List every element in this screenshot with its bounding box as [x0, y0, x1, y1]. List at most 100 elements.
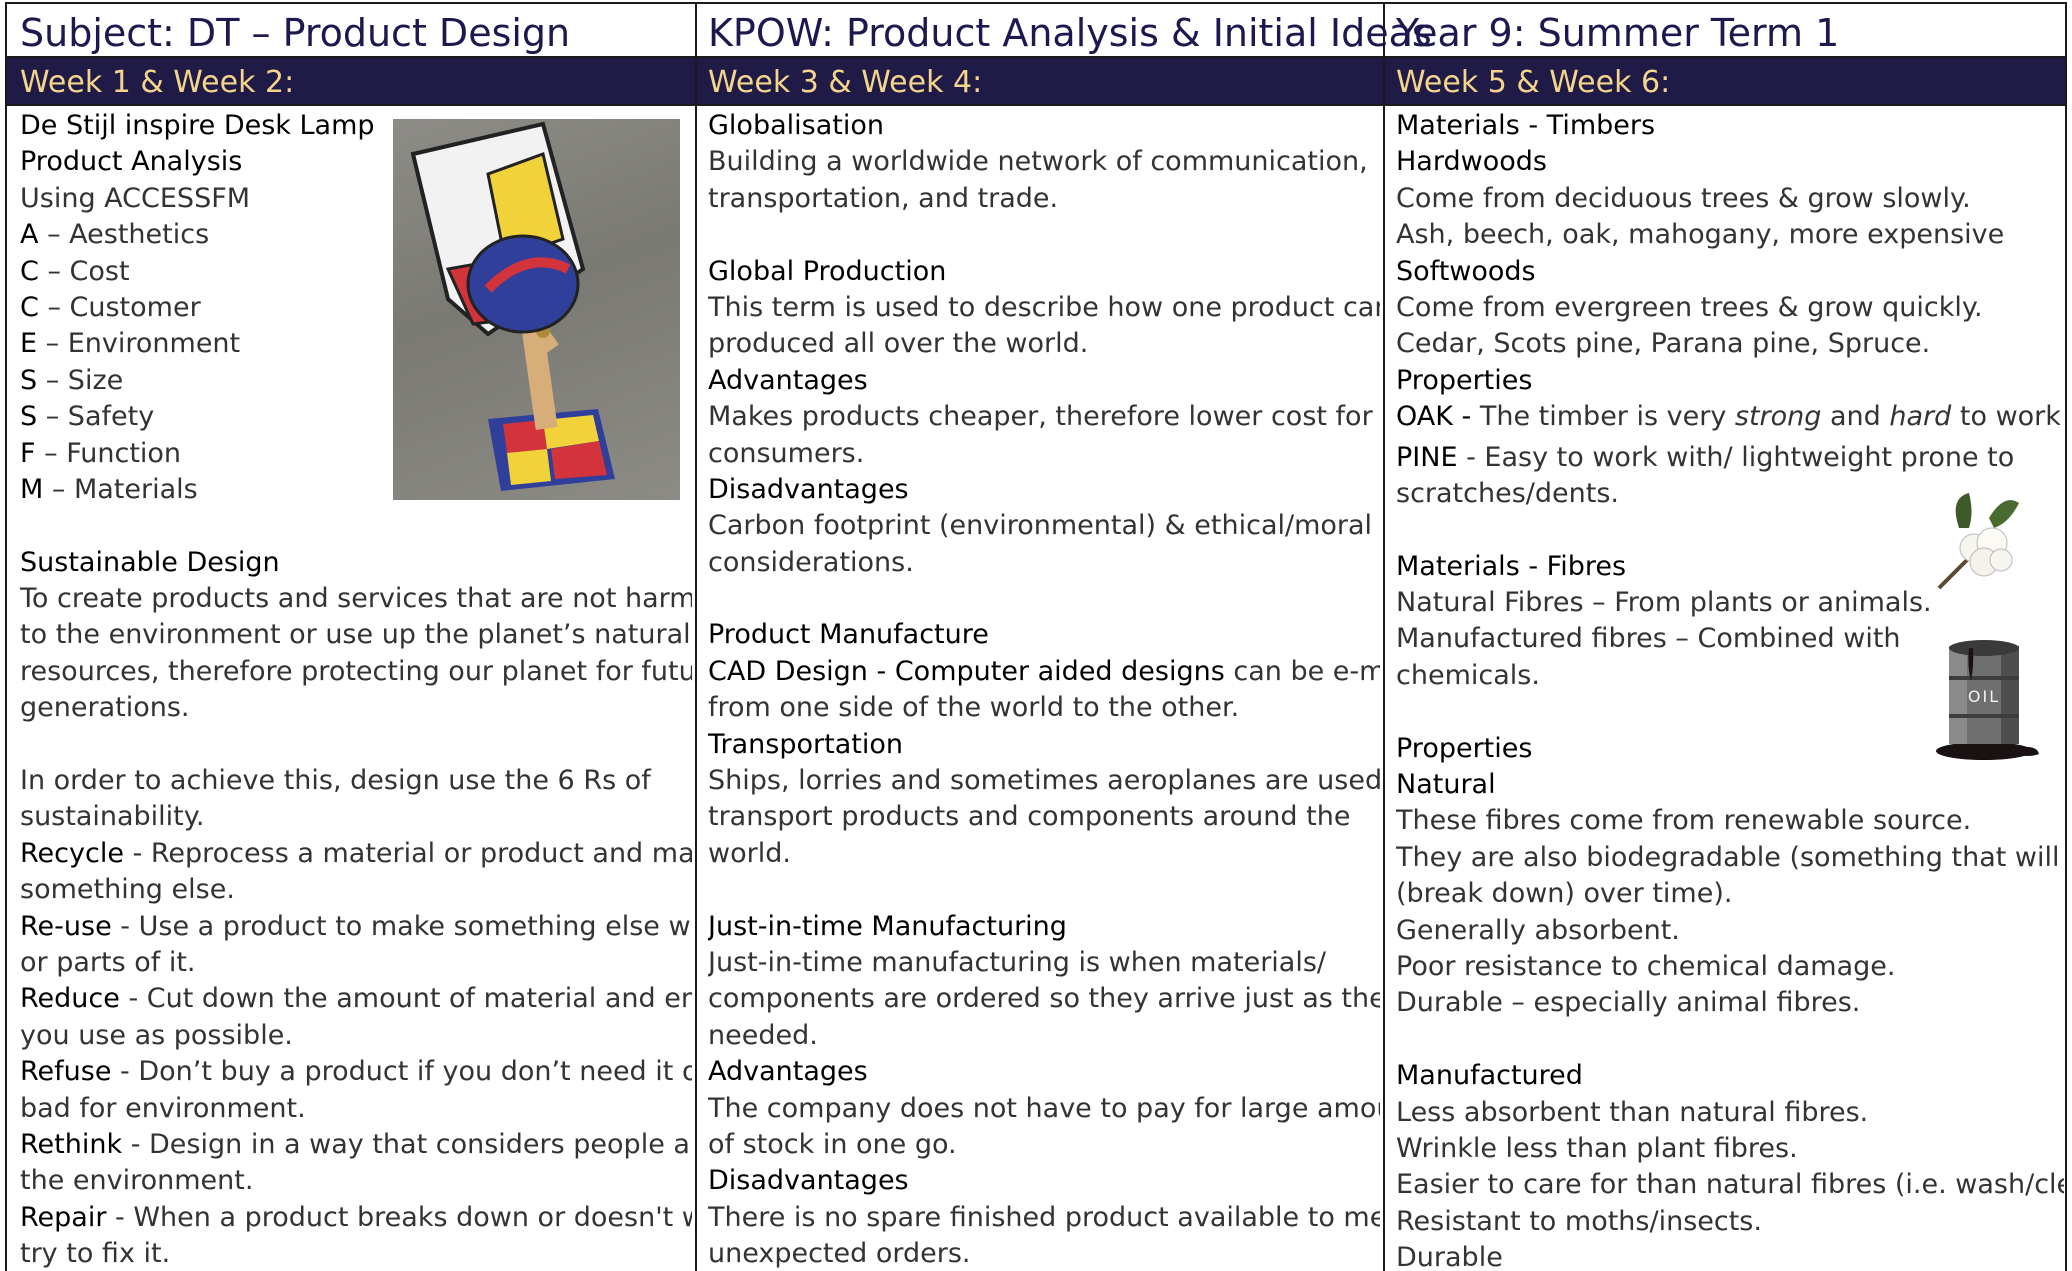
- keyword: C: [20, 291, 39, 323]
- refuse-line: bad for environment.: [20, 1092, 306, 1124]
- subject-title: Subject: DT – Product Design: [20, 11, 571, 55]
- keyword: Re-use: [20, 910, 112, 942]
- recycle-line: Recycle - Reprocess a material or produc…: [20, 836, 692, 872]
- rethink-line: Rethink - Design in a way that considers…: [20, 1127, 692, 1163]
- jit-text: needed.: [708, 1019, 818, 1051]
- text-fragment: - Easy to work with/ lightweight prone t…: [1457, 441, 2015, 473]
- advantages-text: consumers.: [708, 437, 865, 469]
- pine-line: PINE - Easy to work with/ lightweight pr…: [1396, 440, 2064, 476]
- disadvantages-text: Carbon footprint (environmental) & ethic…: [708, 510, 1373, 542]
- accessfm-intro: Using ACCESSFM: [20, 182, 251, 214]
- oil-barrel-icon: OIL: [1929, 636, 2049, 764]
- hardwoods-heading: Hardwoods: [1396, 146, 1547, 178]
- disadvantages-text-2: There is no spare finished product avail…: [708, 1201, 1380, 1233]
- keyword: E: [20, 328, 38, 360]
- manufactured-text: Easier to care for than natural fibres (…: [1396, 1169, 2064, 1201]
- globalisation-text: Building a worldwide network of communic…: [708, 146, 1368, 178]
- text-fragment: – Cost: [38, 255, 130, 287]
- advantages-text-2: The company does not have to pay for lar…: [708, 1092, 1380, 1124]
- text-fragment: - Design in a way that considers people …: [122, 1128, 692, 1160]
- week-5-6-label: Week 5 & Week 6:: [1396, 65, 1671, 100]
- text-fragment: – Size: [37, 364, 124, 396]
- sustainable-text: to the environment or use up the planet’…: [20, 619, 691, 651]
- fibres-heading: Materials - Fibres: [1396, 550, 1627, 582]
- access-item: M – Materials: [20, 472, 692, 508]
- repair-line: Repair - When a product breaks down or d…: [20, 1200, 692, 1236]
- natural-text: Generally absorbent.: [1396, 914, 1680, 946]
- disadvantages-text-2: unexpected orders.: [708, 1238, 971, 1270]
- sustainable-text: resources, therefore protecting our plan…: [20, 655, 692, 687]
- natural-heading: Natural: [1396, 769, 1496, 801]
- keyword: Rethink: [20, 1128, 123, 1160]
- oil-label: OIL: [1968, 687, 2000, 706]
- cad-line: from one side of the world to the other.: [708, 692, 1240, 724]
- product-manufacture-heading: Product Manufacture: [708, 619, 989, 651]
- text-fragment: - Don’t buy a product if you don’t need …: [120, 1056, 692, 1088]
- manufactured-text: Wrinkle less than plant fibres.: [1396, 1132, 1798, 1164]
- global-production-heading: Global Production: [708, 255, 947, 287]
- rethink-line: the environment.: [20, 1165, 254, 1197]
- disadvantages-heading: Disadvantages: [708, 473, 909, 505]
- jit-heading: Just-in-time Manufacturing: [708, 910, 1067, 942]
- keyword: Repair: [20, 1201, 107, 1233]
- keyword: Reduce: [20, 983, 120, 1015]
- recycle-line: something else.: [20, 874, 235, 906]
- hardwoods-text: Come from deciduous trees & grow slowly.: [1396, 182, 1971, 214]
- text-fragment: - Cut down the amount of material and en…: [128, 983, 692, 1015]
- text-fragment: strong: [1734, 401, 1822, 433]
- text-fragment: and: [1821, 401, 1890, 433]
- manufactured-text: Resistant to moths/insects.: [1396, 1205, 1762, 1237]
- transportation-heading: Transportation: [708, 728, 903, 760]
- text-fragment: can be e-mailed: [1233, 655, 1380, 687]
- timbers-heading: Materials - Timbers: [1396, 110, 1656, 141]
- natural-text: (break down) over time).: [1396, 878, 1733, 910]
- access-item: S – Safety: [20, 399, 692, 435]
- hardwoods-text: Ash, beech, oak, mahogany, more expensiv…: [1396, 219, 2005, 251]
- keyword: F: [20, 437, 36, 469]
- sustainable-text: To create products and services that are…: [20, 583, 692, 615]
- week-3-4-label: Week 3 & Week 4:: [708, 65, 983, 100]
- properties-heading: Properties: [1396, 364, 1533, 396]
- text-fragment: - When a product breaks down or doesn't …: [106, 1201, 692, 1233]
- manufactured-text: Durable: [1396, 1242, 1503, 1271]
- transportation-text: transport products and components around…: [708, 801, 1351, 833]
- text-line: [708, 872, 1380, 908]
- product-analysis-heading: Product Analysis: [20, 146, 243, 178]
- column-week-5-6: Materials - Timbers Hardwoods Come from …: [1396, 108, 2064, 1271]
- advantages-heading-2: Advantages: [708, 1056, 868, 1088]
- repair-line: try to fix it.: [20, 1238, 171, 1270]
- desk-lamp-photo: [393, 119, 680, 500]
- keyword: A: [20, 219, 39, 251]
- keyword: Refuse: [20, 1056, 112, 1088]
- access-item: S – Size: [20, 363, 692, 399]
- reuse-line: Re-use - Use a product to make something…: [20, 909, 692, 945]
- refuse-line: Refuse - Don’t buy a product if you don’…: [20, 1054, 692, 1090]
- natural-text: They are also biodegradable (something t…: [1396, 841, 2064, 873]
- year-title: Year 9: Summer Term 1: [1396, 11, 1840, 55]
- lamp-title: De Stijl inspire Desk Lamp: [20, 110, 375, 141]
- text-fragment: The timber is very: [1471, 401, 1735, 433]
- text-fragment: – Safety: [37, 401, 155, 433]
- text-fragment: – Materials: [43, 473, 198, 505]
- natural-text: These fibres come from renewable source.: [1396, 805, 1972, 837]
- keyword: S: [20, 364, 38, 396]
- global-production-text: This term is used to describe how one pr…: [708, 291, 1380, 323]
- text-line: [708, 217, 1380, 253]
- keyword: CAD Design - Computer aided designs: [708, 655, 1225, 687]
- transportation-text: world.: [708, 837, 791, 869]
- transportation-text: Ships, lorries and sometimes aeroplanes …: [708, 765, 1380, 797]
- column-divider-1: [695, 4, 697, 1271]
- divider-weeks: [7, 104, 2065, 106]
- fibres-text: Natural Fibres – From plants or animals.: [1396, 587, 1932, 619]
- softwoods-text: Come from evergreen trees & grow quickly…: [1396, 291, 1983, 323]
- reduce-line: you use as possible.: [20, 1019, 293, 1051]
- jit-text: Just-in-time manufacturing is when mater…: [708, 946, 1327, 978]
- keyword: S: [20, 401, 38, 433]
- text-fragment: - Reprocess a material or product and ma…: [123, 837, 692, 869]
- access-item: F – Function: [20, 436, 692, 472]
- text-line: [20, 727, 692, 763]
- pine-line: scratches/dents.: [1396, 477, 1619, 509]
- text-fragment: – Function: [35, 437, 182, 469]
- achieve-text: In order to achieve this, design use the…: [20, 765, 651, 797]
- cad-line: CAD Design - Computer aided designs can …: [708, 654, 1380, 690]
